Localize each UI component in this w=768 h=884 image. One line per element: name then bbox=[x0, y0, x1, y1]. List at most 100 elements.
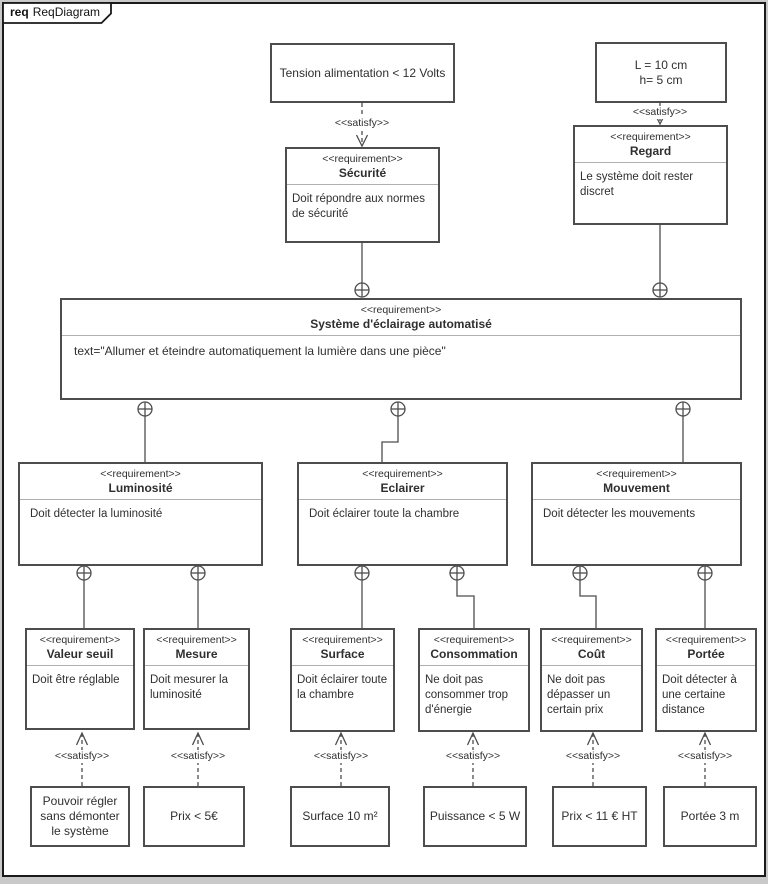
note-box-tension[interactable]: Tension alimentation < 12 Volts bbox=[270, 43, 455, 103]
requirement-header: <<requirement>> Mesure bbox=[145, 630, 248, 667]
note-box-surface-piece[interactable]: Surface 10 m² bbox=[290, 786, 390, 847]
requirement-name: Système d'éclairage automatisé bbox=[310, 316, 492, 331]
containment-icon bbox=[137, 401, 153, 417]
containment-icon bbox=[572, 565, 588, 581]
stereotype-label: <<requirement>> bbox=[551, 634, 632, 646]
containment-icon bbox=[449, 565, 465, 581]
requirement-header: <<requirement>> Coût bbox=[542, 630, 641, 667]
containment-edge-cout[interactable] bbox=[579, 580, 597, 628]
containment-icon bbox=[354, 282, 370, 298]
satisfy-label: <<satisfy>> bbox=[168, 750, 228, 763]
satisfy-arrowhead bbox=[586, 731, 600, 746]
stereotype-label: <<requirement>> bbox=[362, 468, 443, 480]
containment-icon bbox=[652, 282, 668, 298]
satisfy-arrowhead bbox=[355, 134, 369, 148]
satisfy-arrowhead bbox=[334, 731, 348, 746]
requirement-header: <<requirement>> Sécurité bbox=[287, 149, 438, 186]
requirement-box-portee[interactable]: <<requirement>> Portée Doit détecter à u… bbox=[655, 628, 757, 732]
note-box-reglage[interactable]: Pouvoir régler sans démonter le système bbox=[30, 786, 130, 847]
requirement-name: Mesure bbox=[175, 646, 218, 661]
satisfy-label: <<satisfy>> bbox=[52, 750, 112, 763]
requirement-header: <<requirement>> Consommation bbox=[420, 630, 528, 667]
stereotype-label: <<requirement>> bbox=[322, 153, 403, 165]
satisfy-arrowhead bbox=[191, 731, 205, 746]
requirement-header: <<requirement>> Mouvement bbox=[533, 464, 740, 501]
requirement-box-mouvement[interactable]: <<requirement>> Mouvement Doit détecter … bbox=[531, 462, 742, 566]
requirement-header: <<requirement>> Luminosité bbox=[20, 464, 261, 501]
requirement-name: Sécurité bbox=[338, 165, 387, 180]
stereotype-label: <<requirement>> bbox=[596, 468, 677, 480]
requirement-name: Consommation bbox=[430, 646, 518, 661]
note-box-prix-capteur[interactable]: Prix < 5€ bbox=[143, 786, 245, 847]
requirement-box-valeur-seuil[interactable]: <<requirement>> Valeur seuil Doit être r… bbox=[25, 628, 135, 730]
satisfy-arrowhead bbox=[75, 731, 89, 746]
requirement-text: Le système doit rester discret bbox=[580, 171, 694, 199]
stereotype-label: <<requirement>> bbox=[100, 468, 181, 480]
requirement-header: <<requirement>> Regard bbox=[575, 127, 726, 164]
frame-tab bbox=[2, 2, 112, 24]
requirement-box-securite[interactable]: <<requirement>> Sécurité Doit répondre a… bbox=[285, 147, 440, 243]
note-text: Tension alimentation < 12 Volts bbox=[279, 65, 446, 80]
note-text: Pouvoir régler sans démonter le système bbox=[40, 794, 120, 838]
note-text: Prix < 11 € HT bbox=[561, 809, 638, 823]
satisfy-label: <<satisfy>> bbox=[563, 750, 623, 763]
requirement-box-consommation[interactable]: <<requirement>> Consommation Ne doit pas… bbox=[418, 628, 530, 732]
requirement-name: Mouvement bbox=[603, 480, 670, 495]
satisfy-arrowhead bbox=[466, 731, 480, 746]
requirement-text: Ne doit pas consommer trop d'énergie bbox=[425, 674, 509, 717]
requirement-box-surface[interactable]: <<requirement>> Surface Doit éclairer to… bbox=[290, 628, 395, 732]
containment-icon bbox=[675, 401, 691, 417]
requirement-header: <<requirement>> Eclairer bbox=[299, 464, 506, 501]
stereotype-label: <<requirement>> bbox=[360, 304, 442, 316]
frame-tab-name: ReqDiagram bbox=[32, 5, 101, 19]
satisfy-label: <<satisfy>> bbox=[332, 117, 392, 130]
containment-icon bbox=[697, 565, 713, 581]
requirement-box-regard[interactable]: <<requirement>> Regard Le système doit r… bbox=[573, 125, 728, 225]
stereotype-label: <<requirement>> bbox=[156, 634, 237, 646]
stereotype-label: <<requirement>> bbox=[610, 131, 691, 143]
containment-edge-consommation[interactable] bbox=[456, 580, 475, 628]
requirement-header: <<requirement>> Valeur seuil bbox=[27, 630, 133, 667]
note-box-portee-distance[interactable]: Portée 3 m bbox=[663, 786, 757, 847]
requirement-box-cout[interactable]: <<requirement>> Coût Ne doit pas dépasse… bbox=[540, 628, 643, 732]
satisfy-label: <<satisfy>> bbox=[675, 750, 735, 763]
requirement-box-luminosite[interactable]: <<requirement>> Luminosité Doit détecter… bbox=[18, 462, 263, 566]
satisfy-edges[interactable] bbox=[75, 103, 712, 786]
stereotype-label: <<requirement>> bbox=[39, 634, 121, 646]
requirement-name: Eclairer bbox=[380, 480, 425, 495]
satisfy-label: <<satisfy>> bbox=[630, 106, 690, 119]
containment-icon bbox=[390, 401, 406, 417]
note-box-puissance[interactable]: Puissance < 5 W bbox=[423, 786, 527, 847]
requirement-name: Luminosité bbox=[108, 480, 173, 495]
requirement-text: Doit mesurer la luminosité bbox=[150, 674, 228, 702]
requirement-text: Ne doit pas dépasser un certain prix bbox=[547, 674, 611, 717]
requirement-box-system[interactable]: <<requirement>> Système d'éclairage auto… bbox=[60, 298, 742, 400]
note-text: L = 10 cm h= 5 cm bbox=[634, 57, 688, 87]
requirement-text: Doit détecter à une certaine distance bbox=[662, 674, 737, 717]
note-text: Surface 10 m² bbox=[302, 809, 378, 823]
containment-edges[interactable] bbox=[76, 225, 713, 628]
requirement-box-mesure[interactable]: <<requirement>> Mesure Doit mesurer la l… bbox=[143, 628, 250, 730]
requirement-text: Doit répondre aux normes de sécurité bbox=[292, 193, 425, 221]
satisfy-arrowhead bbox=[698, 731, 712, 746]
requirement-text: Doit éclairer toute la chambre bbox=[309, 508, 460, 521]
requirement-text: Doit être réglable bbox=[32, 674, 120, 687]
note-box-dimensions[interactable]: L = 10 cm h= 5 cm bbox=[595, 42, 727, 103]
note-text: Puissance < 5 W bbox=[429, 809, 521, 823]
requirement-box-eclairer[interactable]: <<requirement>> Eclairer Doit éclairer t… bbox=[297, 462, 508, 566]
requirement-text: text="Allumer et éteindre automatiquemen… bbox=[74, 344, 446, 359]
satisfy-label: <<satisfy>> bbox=[311, 750, 371, 763]
requirement-name: Surface bbox=[320, 646, 365, 661]
note-box-prix-detecteur[interactable]: Prix < 11 € HT bbox=[552, 786, 647, 847]
frame-tab-keyword: req bbox=[10, 5, 29, 19]
requirement-text: Doit éclairer toute la chambre bbox=[297, 674, 388, 702]
requirement-name: Valeur seuil bbox=[46, 646, 114, 661]
satisfy-label: <<satisfy>> bbox=[443, 750, 503, 763]
containment-edge-eclairer[interactable] bbox=[381, 416, 399, 462]
requirement-header: <<requirement>> Surface bbox=[292, 630, 393, 667]
requirement-header: <<requirement>> Système d'éclairage auto… bbox=[62, 300, 740, 337]
requirement-name: Regard bbox=[629, 143, 672, 158]
stereotype-label: <<requirement>> bbox=[302, 634, 383, 646]
